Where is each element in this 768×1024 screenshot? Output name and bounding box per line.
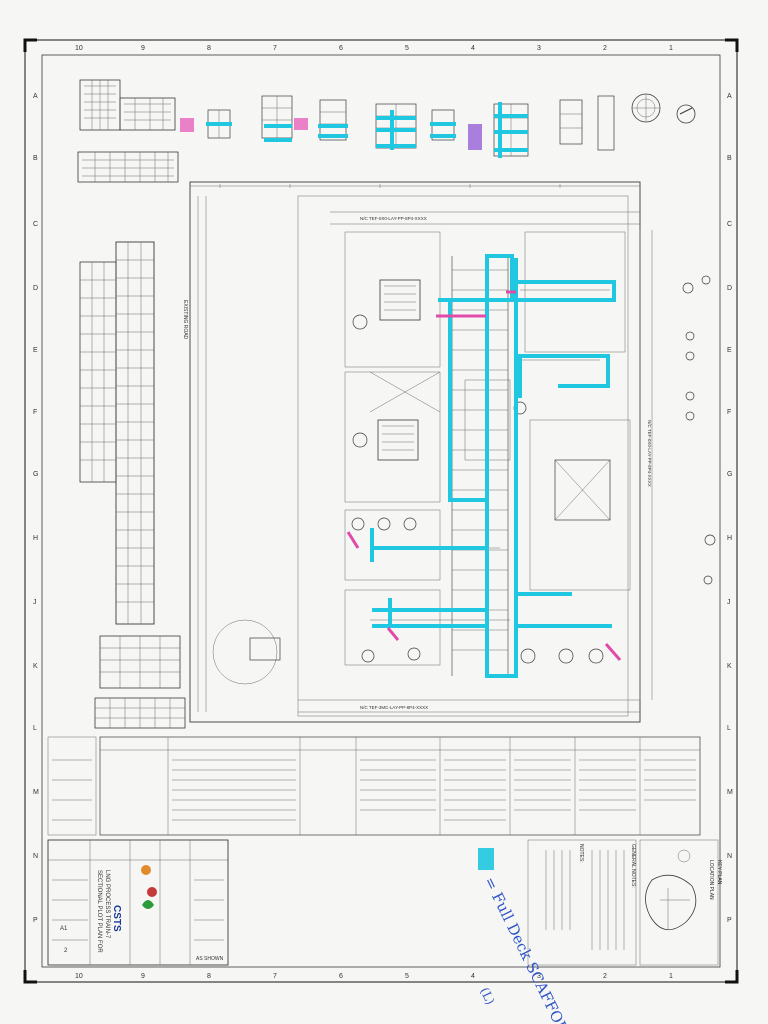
svg-text:J: J: [33, 599, 37, 606]
general-notes: GENERAL NOTES: NOTES:: [527, 839, 637, 966]
svg-text:P: P: [727, 917, 732, 924]
scaffolding-highlight: [370, 254, 616, 678]
svg-text:E: E: [33, 347, 38, 354]
svg-text:C: C: [33, 221, 38, 228]
svg-text:2: 2: [603, 973, 607, 980]
svg-text:H: H: [33, 535, 38, 542]
title-block: CSTS SECTIONAL PLOT PLAN FOR LNG PROCESS…: [47, 839, 229, 966]
scaffold-legend-swatch: [478, 848, 494, 870]
top-elevation-details: [77, 79, 696, 183]
main-plot-plan: N/C TEF-0X0-LAY-PP-8P4-XXXX N/C TEF-3MC-…: [182, 181, 653, 723]
svg-text:N: N: [727, 853, 732, 860]
grid-number-2: 2: [603, 45, 607, 52]
svg-text:L: L: [33, 725, 37, 732]
sheet-inner-border: [41, 54, 721, 968]
svg-text:3: 3: [537, 973, 541, 980]
right-side-equipment: [682, 275, 716, 585]
violet-highlight-tag: [468, 124, 482, 150]
location-plan-title: LOCATION PLAN: [708, 860, 714, 900]
svg-text:N: N: [33, 853, 38, 860]
revision-value: A1: [60, 926, 68, 932]
grid-number-8: 8: [207, 45, 211, 52]
svg-text:B: B: [727, 155, 732, 162]
svg-text:4: 4: [471, 973, 475, 980]
svg-text:D: D: [33, 285, 38, 292]
svg-text:6: 6: [339, 973, 343, 980]
svg-text:5: 5: [405, 973, 409, 980]
notes-heading: NOTES:: [578, 844, 584, 863]
svg-text:L: L: [727, 725, 731, 732]
general-notes-heading: GENERAL NOTES:: [630, 844, 636, 888]
svg-text:A: A: [727, 93, 732, 100]
svg-text:F: F: [33, 409, 37, 416]
sheet-outer-border: [24, 39, 738, 983]
grid-number-7: 7: [273, 45, 277, 52]
grid-number-3: 3: [537, 45, 541, 52]
location-plan: LOCATION PLAN KEY PLAN: [639, 839, 722, 966]
svg-text:K: K: [33, 663, 38, 670]
svg-text:A: A: [33, 93, 38, 100]
svg-text:1: 1: [669, 973, 673, 980]
drawing-title-line2: LNG PROCESS TRAIN-7: [104, 870, 110, 939]
grid-number-6: 6: [339, 45, 343, 52]
svg-text:8: 8: [207, 973, 211, 980]
existing-road-label: EXISTING ROAD: [182, 300, 188, 340]
svg-text:H: H: [727, 535, 732, 542]
grid-numbers-top: 10 9 8 7 6 5 4 3 2 1: [75, 45, 673, 52]
scale-value: AS SHOWN: [196, 956, 224, 962]
grid-letters-right: A B C D E F G H J K L M N P: [727, 93, 733, 924]
client-logo: [141, 865, 157, 909]
road-label-bottom: N/C TEF-3MC-LAY-PP-8P4-XXXX: [360, 705, 428, 710]
svg-text:G: G: [727, 471, 732, 478]
svg-text:C: C: [727, 221, 732, 228]
drawing-title-line1: SECTIONAL PLOT PLAN FOR: [96, 870, 102, 953]
svg-text:F: F: [727, 409, 731, 416]
orientation-symbol-icon: [676, 104, 696, 124]
sheet-number: 2: [64, 948, 68, 954]
svg-text:P: P: [33, 917, 38, 924]
svg-text:M: M: [33, 789, 39, 796]
pink-highlight-tag: [294, 118, 308, 130]
left-pipe-rack-elevation: [79, 241, 186, 729]
grid-number-10: 10: [75, 45, 83, 52]
svg-text:9: 9: [141, 973, 145, 980]
pink-highlight-tag: [180, 118, 194, 132]
grid-number-9: 9: [141, 45, 145, 52]
svg-text:G: G: [33, 471, 38, 478]
grid-number-1: 1: [669, 45, 673, 52]
svg-text:E: E: [727, 347, 732, 354]
grid-numbers-bottom: 10 9 8 7 6 5 4 3 2 1: [75, 973, 673, 980]
north-arrow-icon: [631, 93, 661, 123]
svg-text:M: M: [727, 789, 733, 796]
svg-text:J: J: [727, 599, 731, 606]
equipment-schedule-table: [47, 736, 701, 836]
key-plan-title: KEY PLAN: [716, 860, 722, 885]
scaffold-legend-suffix: (L): [477, 985, 497, 1007]
contractor-logo: CSTS: [111, 905, 122, 932]
road-label-top: N/C TEF-0X0-LAY-PP-8P4-XXXX: [360, 216, 427, 221]
grid-number-5: 5: [405, 45, 409, 52]
svg-text:7: 7: [273, 973, 277, 980]
road-label-right: N/C TEF-0X0-LAY-PP-8P4-XXXX: [647, 420, 652, 487]
svg-text:K: K: [727, 663, 732, 670]
grid-number-4: 4: [471, 45, 475, 52]
grid-letters-left: A B C D E F G H J K L M N P: [33, 93, 39, 924]
svg-text:B: B: [33, 155, 38, 162]
svg-text:D: D: [727, 285, 732, 292]
svg-text:10: 10: [75, 973, 83, 980]
